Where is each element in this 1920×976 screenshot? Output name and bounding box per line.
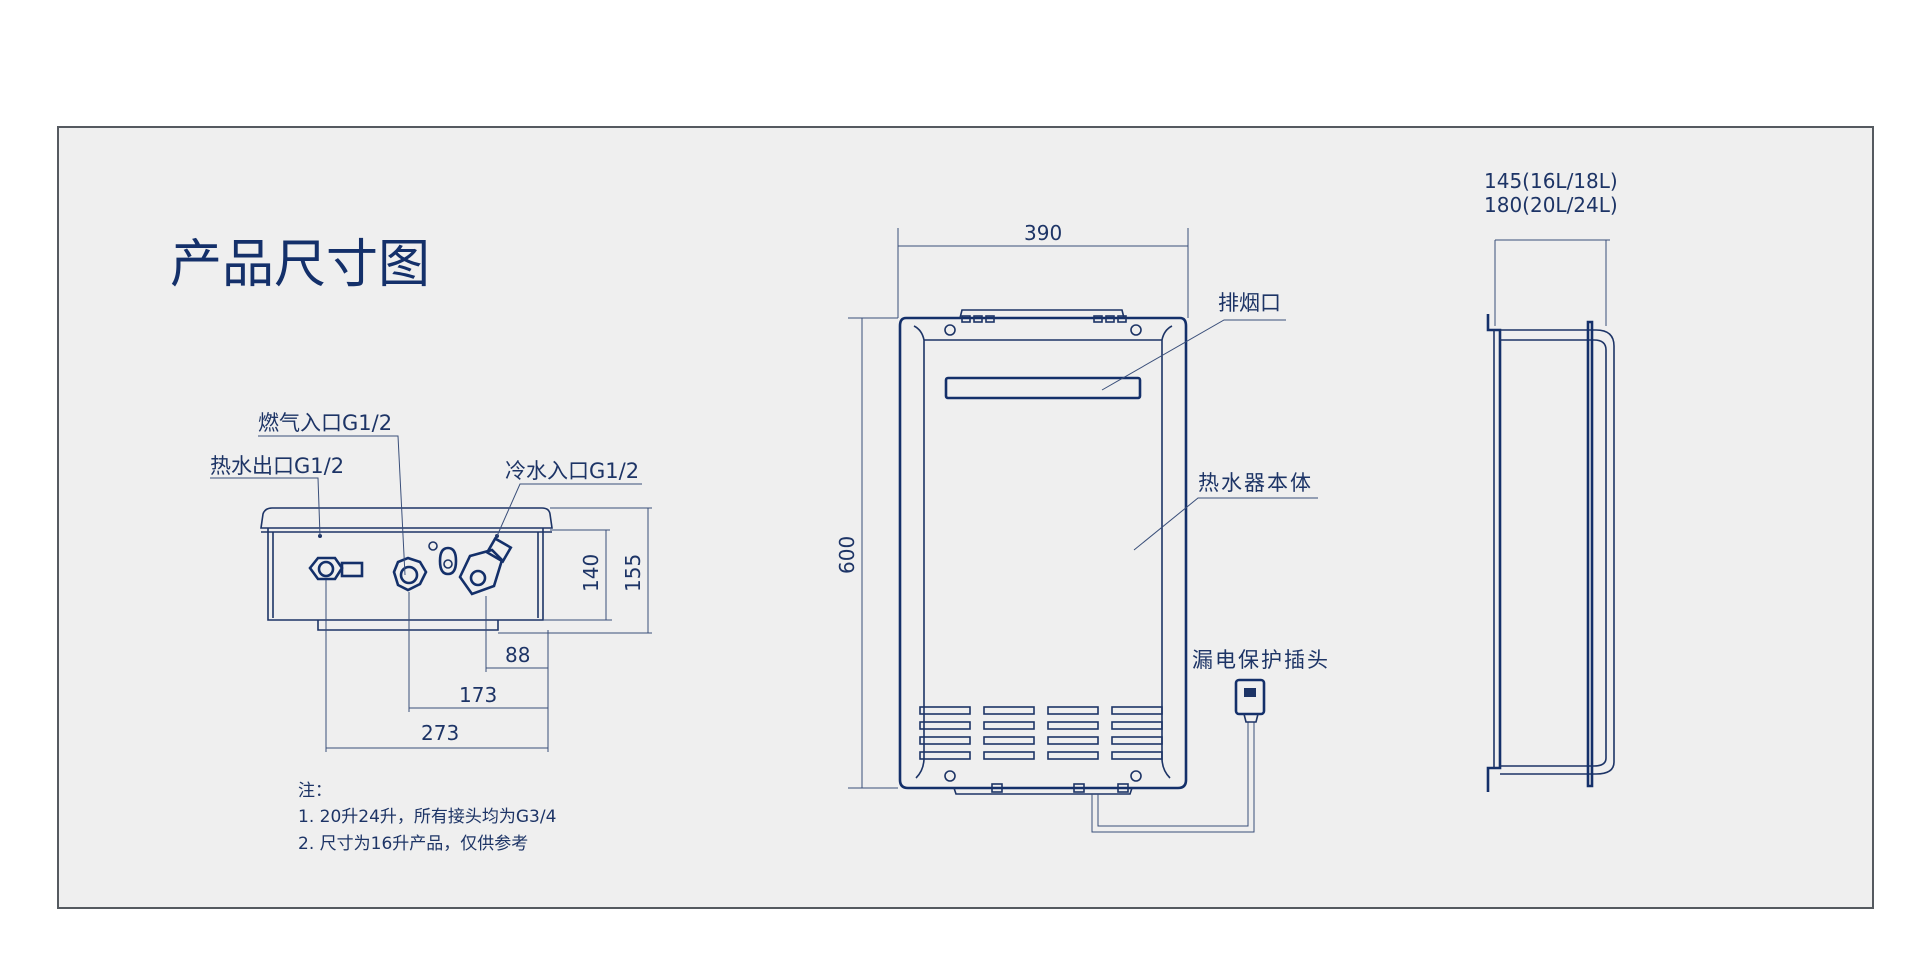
- bottom-view-body: [267, 528, 544, 621]
- gas-fitting: [392, 556, 428, 592]
- exhaust-slot: [944, 376, 1142, 400]
- exhaust-leader: [1101, 319, 1286, 391]
- cold-water-leader: [496, 483, 642, 537]
- note-item-1: 1. 20升24升，所有接头均为G3/4: [298, 807, 556, 827]
- body-leader: [1133, 497, 1318, 551]
- heater-body: [898, 316, 1188, 790]
- notes: 注： 1. 20升24升，所有接头均为G3/4 2. 尺寸为16升产品，仅供参考: [298, 781, 556, 854]
- dim-173: 173: [459, 683, 497, 707]
- exhaust-label: 排烟口: [1218, 291, 1281, 315]
- drain-fitting: [438, 546, 458, 576]
- side-view: 145(16L/18L) 180(20L/24L): [1484, 169, 1618, 792]
- note-item-2: 2. 尺寸为16升产品，仅供参考: [298, 834, 528, 854]
- body-label: 热水器本体: [1198, 471, 1313, 495]
- leakage-protection-plug: [1234, 678, 1266, 723]
- dim-140: 140: [579, 554, 603, 592]
- diagram-panel: [57, 126, 1874, 909]
- plug-label: 漏电保护插头: [1192, 648, 1330, 672]
- bottom-view-lid: [260, 507, 553, 529]
- depth-dim-1: 145(16L/18L): [1484, 169, 1618, 193]
- dim-390: 390: [1024, 221, 1062, 245]
- dim-88: 88: [505, 643, 530, 667]
- cold-water-fitting: [458, 536, 513, 596]
- power-cable: [1091, 722, 1255, 833]
- vent-grille: [919, 706, 1163, 760]
- depth-dim-2: 180(20L/24L): [1484, 193, 1618, 217]
- dim-273: 273: [421, 721, 459, 745]
- hot-water-fitting: [308, 556, 364, 581]
- page-title: 产品尺寸图: [170, 235, 430, 295]
- bottom-view: 燃气入口G1/2 热水出口G1/2 冷水入口G1/2 140 155 88 17…: [210, 411, 652, 752]
- dim-600: 600: [835, 536, 859, 574]
- dim-155: 155: [621, 554, 645, 592]
- gas-inlet-label: 燃气入口G1/2: [258, 411, 392, 435]
- main-view: 390 600 排烟口 热水器本体 漏电保护插头: [835, 221, 1330, 833]
- hot-water-leader: [210, 477, 321, 537]
- hot-water-outlet-label: 热水出口G1/2: [210, 454, 344, 478]
- cold-water-inlet-label: 冷水入口G1/2: [505, 459, 639, 483]
- gas-inlet-leader: [258, 435, 406, 576]
- bottom-view-base: [317, 620, 499, 631]
- notes-heading: 注：: [298, 781, 332, 801]
